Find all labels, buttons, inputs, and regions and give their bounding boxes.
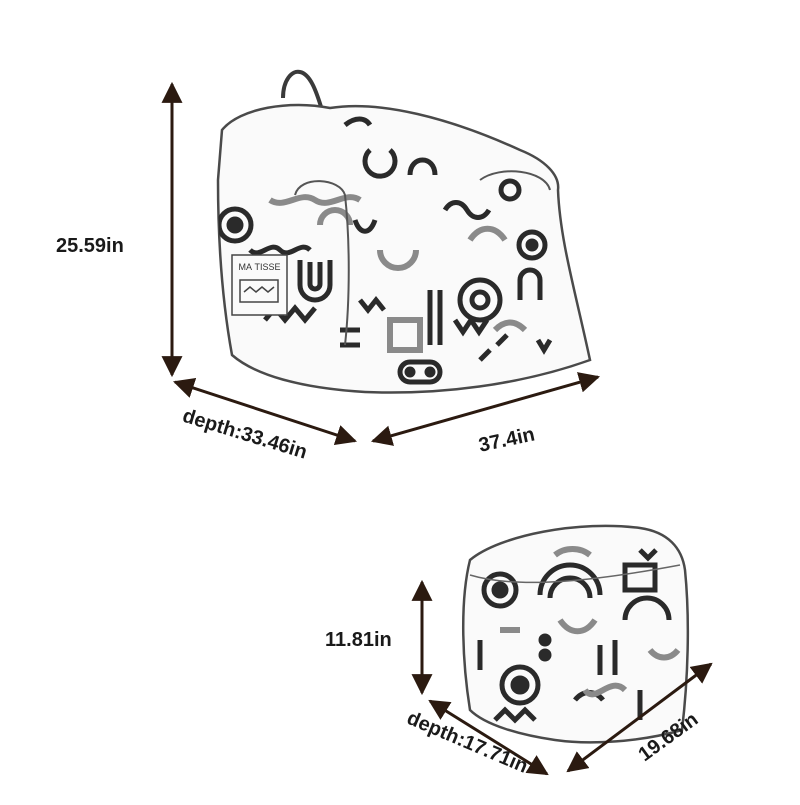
ottoman-height-label: 11.81in (325, 629, 392, 651)
bean-bag-chair: MA TISSE (216, 69, 592, 394)
svg-text:MA TISSE: MA TISSE (238, 262, 280, 272)
ottoman-width-dimension (566, 662, 713, 773)
chair-right-armrest (479, 170, 551, 191)
chair-body-outline (216, 103, 592, 394)
chair-width-dimension (370, 372, 601, 446)
chair-depth-dimension (173, 377, 357, 446)
ottoman-top-edge (469, 564, 681, 584)
ottoman (461, 524, 690, 744)
chair-height-label: 25.59in (56, 235, 124, 257)
chair-brand-tag: MA TISSE (231, 254, 288, 316)
ottoman-depth-dimension (428, 699, 549, 776)
chair-depth-label: depth:33.46in (180, 405, 310, 464)
chair-handle (281, 69, 324, 111)
chair-left-armrest (294, 180, 350, 346)
chair-width-label: 37.4in (477, 423, 537, 456)
